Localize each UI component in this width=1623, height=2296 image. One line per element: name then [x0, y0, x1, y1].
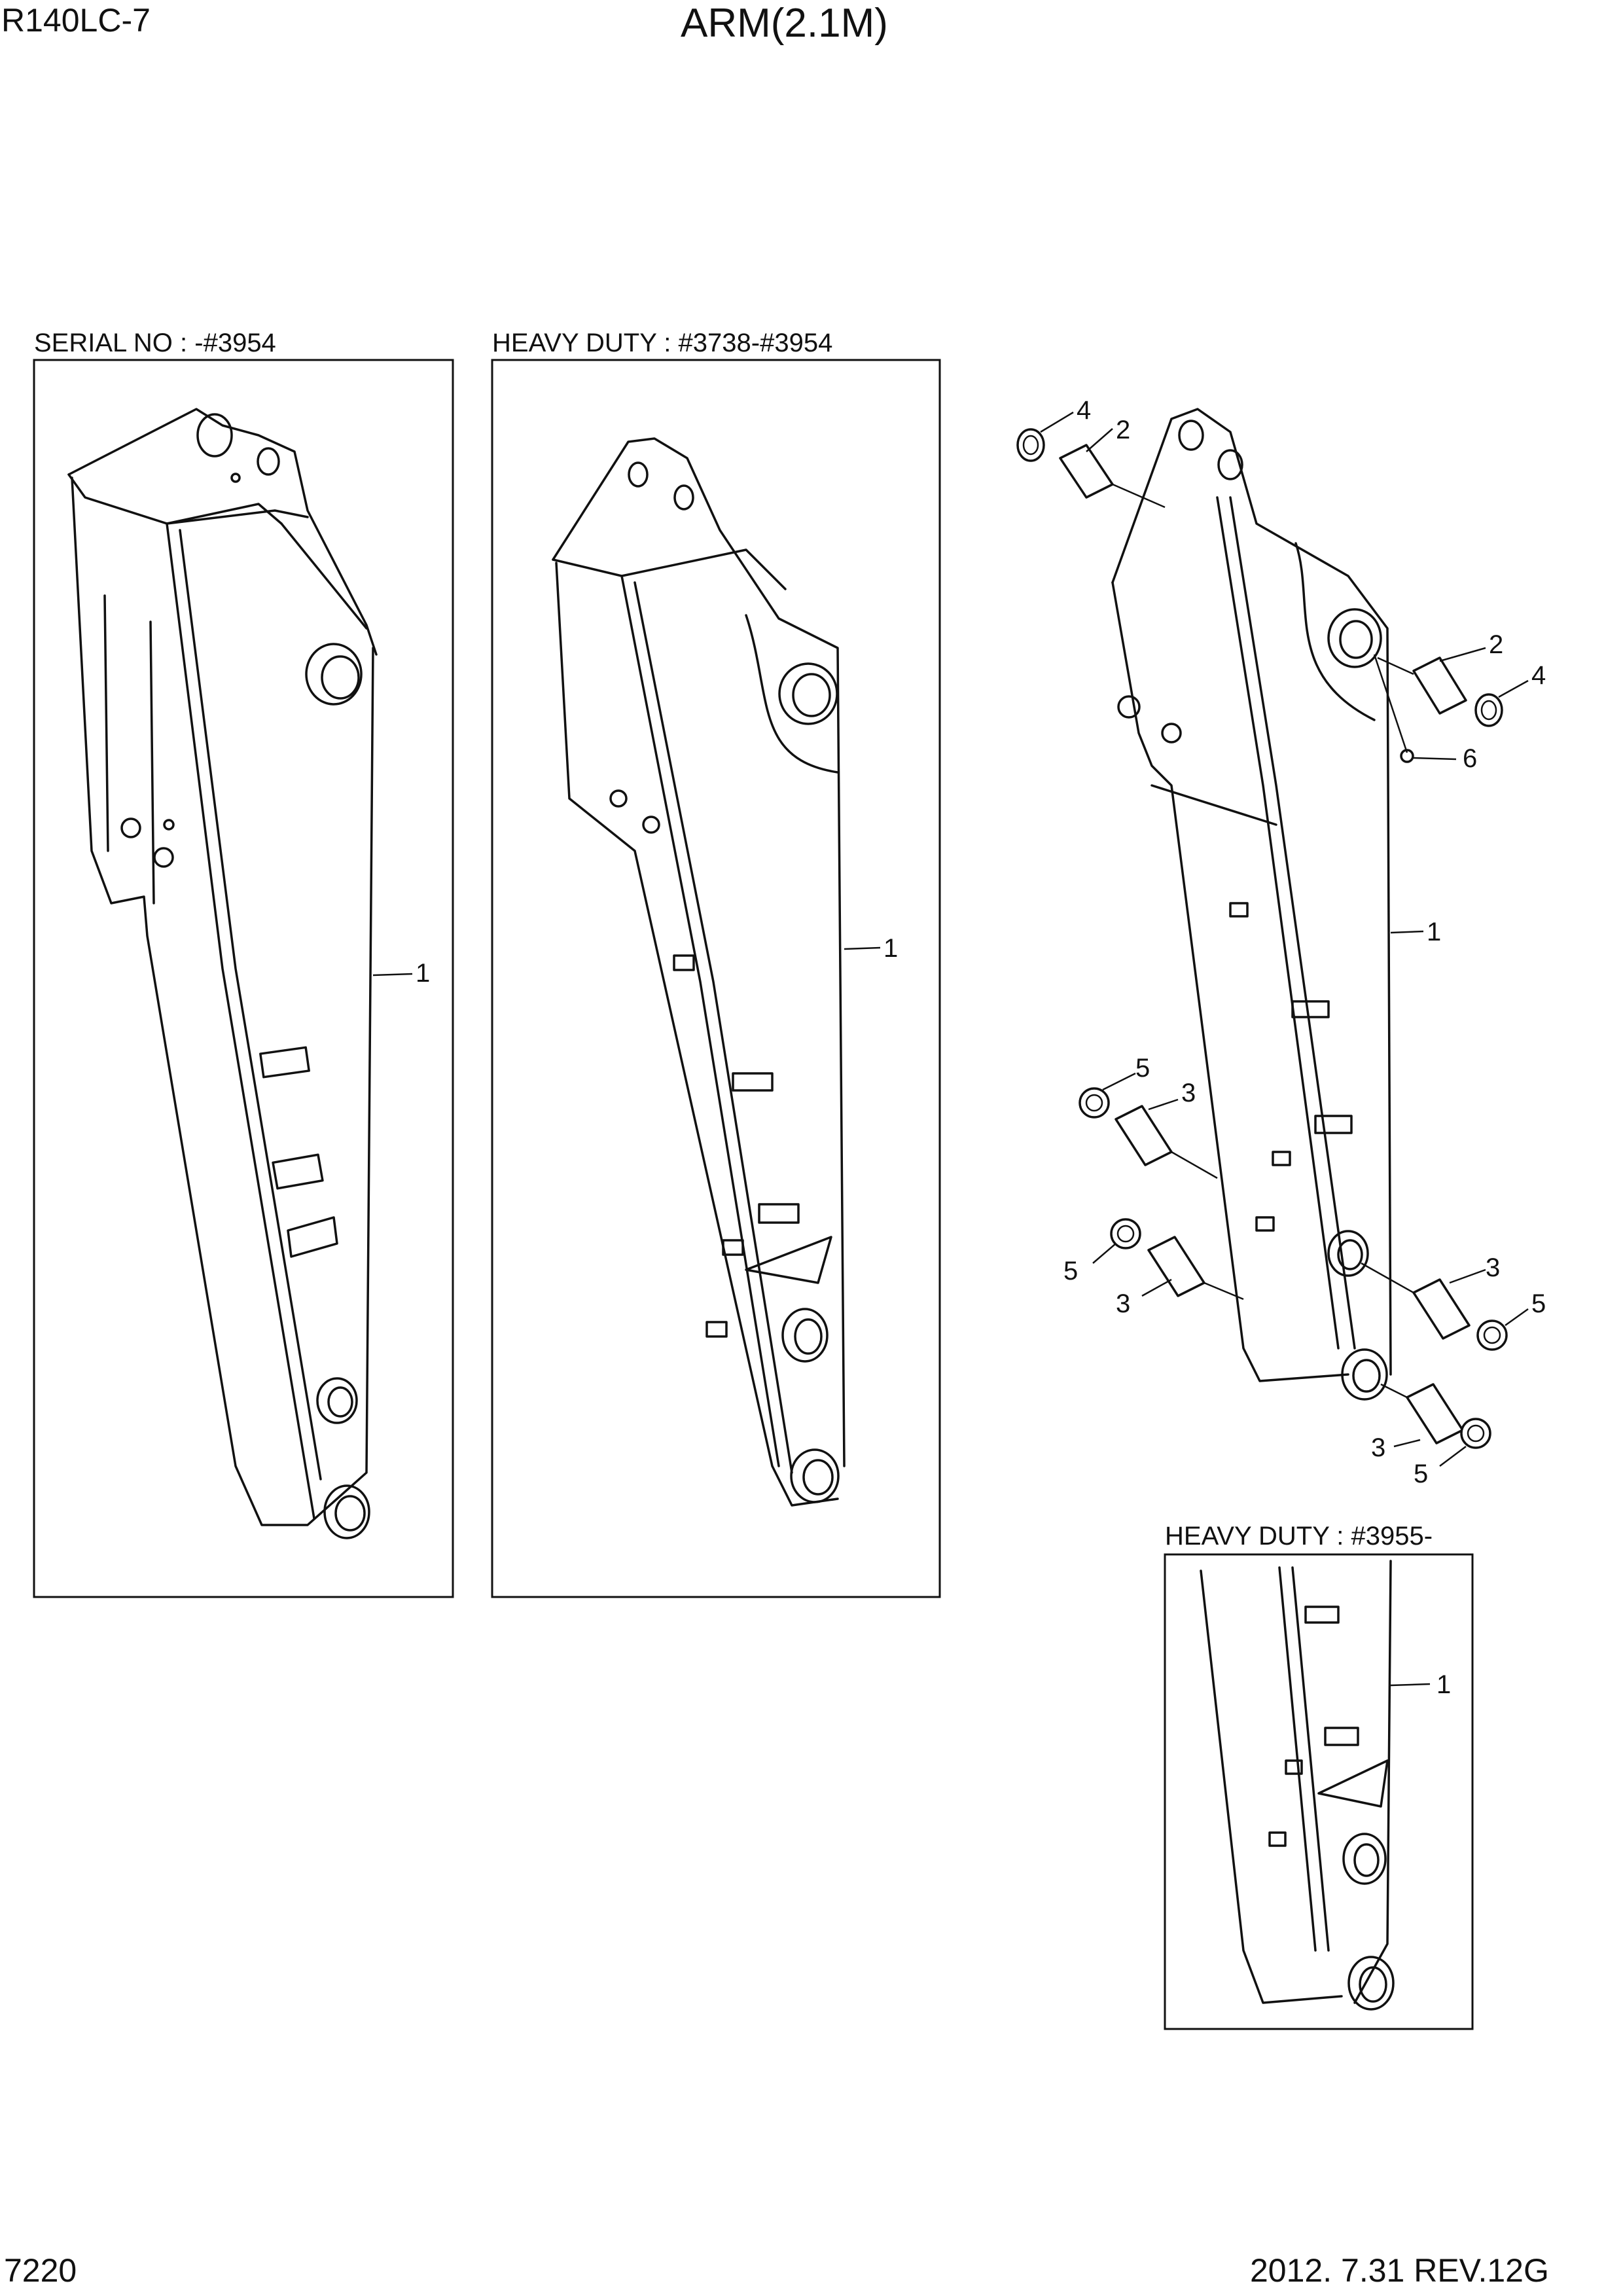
- bushing-mid: [1412, 656, 1467, 715]
- callout-shim-top: 4: [1077, 396, 1091, 425]
- model-number: R140LC-7: [1, 2, 151, 39]
- callout-bushing-left-1: 3: [1181, 1079, 1196, 1107]
- panel-heavy-duty-early-frame: [491, 359, 941, 1598]
- bushing-left-1: [1115, 1105, 1173, 1166]
- callout-shim-mid: 4: [1531, 661, 1546, 690]
- arm-standard: [67, 408, 378, 1539]
- callout-bushing-top: 2: [1116, 416, 1130, 444]
- shim-top: [1016, 428, 1045, 462]
- callout-bushing-right-1: 3: [1486, 1253, 1500, 1282]
- caption-heavy-duty-early: HEAVY DUTY : #3738-#3954: [492, 329, 833, 357]
- callout-shim-left-2: 5: [1063, 1257, 1078, 1285]
- callout-bushing-left-2: 3: [1116, 1289, 1130, 1318]
- caption-heavy-duty-late: HEAVY DUTY : #3955-: [1165, 1522, 1433, 1551]
- callout-shim-right-2: 5: [1414, 1460, 1428, 1488]
- shim-mid: [1474, 693, 1503, 727]
- callout-arm-exploded: 1: [1427, 918, 1441, 946]
- callout-arm-heavy-duty-late: 1: [1436, 1670, 1451, 1699]
- bushing-right-1: [1412, 1278, 1471, 1340]
- revision-date: 2012. 7.31 REV.12G: [1250, 2252, 1549, 2289]
- callout-shim-right-1: 5: [1531, 1289, 1546, 1318]
- grease-nipple: [1400, 749, 1414, 763]
- caption-serial: SERIAL NO : -#3954: [34, 329, 276, 357]
- arm-heavy-duty-late: [1200, 1560, 1395, 2011]
- arm-heavy-duty-early: [552, 437, 846, 1507]
- callout-arm-heavy-duty-early: 1: [883, 934, 898, 963]
- bushing-right-2: [1406, 1383, 1464, 1444]
- callout-bushing-right-2: 3: [1371, 1433, 1385, 1462]
- panel-serial-frame: [33, 359, 454, 1598]
- bushing-top: [1059, 444, 1114, 499]
- page-title: ARM(2.1M): [681, 1, 888, 46]
- page-number: 7220: [4, 2252, 77, 2289]
- callout-bushing-mid: 2: [1489, 630, 1503, 659]
- callout-grease-nipple: 6: [1463, 744, 1477, 773]
- shim-right-2: [1460, 1418, 1491, 1449]
- shim-right-1: [1476, 1319, 1508, 1351]
- shim-left-2: [1110, 1218, 1141, 1249]
- callout-shim-left-1: 5: [1135, 1054, 1150, 1083]
- panel-heavy-duty-late-frame: [1164, 1553, 1474, 2030]
- arm-exploded: [1111, 408, 1392, 1401]
- callout-arm-standard: 1: [416, 959, 430, 988]
- shim-left-1: [1079, 1087, 1110, 1119]
